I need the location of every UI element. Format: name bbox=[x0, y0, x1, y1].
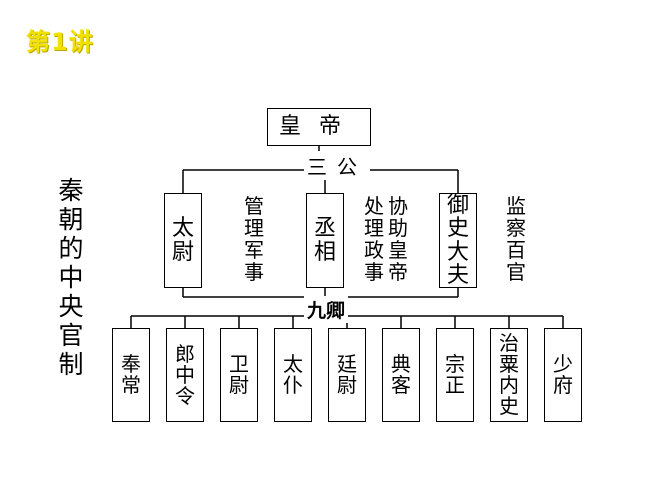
jiuqing-name-char: 客 bbox=[391, 373, 411, 397]
side-title: 秦朝的中央官制 bbox=[54, 176, 88, 381]
jiuqing-name-char: 常 bbox=[121, 373, 141, 397]
side-title-char: 秦 bbox=[58, 176, 84, 205]
duty-char: 处 bbox=[364, 194, 384, 218]
jiuqing-box-tingwei: 廷尉 bbox=[328, 328, 366, 422]
sangong-name-char: 太 bbox=[171, 216, 194, 242]
sangong-name-char: 相 bbox=[313, 239, 336, 265]
jiuqing-box-langzhongling: 郎中令 bbox=[166, 328, 204, 422]
side-title-char: 官 bbox=[58, 321, 84, 350]
sangong-name-char: 尉 bbox=[171, 239, 194, 265]
duty-char: 察 bbox=[506, 216, 526, 240]
side-title-char: 制 bbox=[58, 350, 84, 379]
jiuqing-name-char: 中 bbox=[175, 362, 195, 387]
jiuqing-box-weiwei: 卫尉 bbox=[220, 328, 258, 422]
sangong-name-char: 大 bbox=[446, 239, 469, 265]
sangong-name-char: 夫 bbox=[446, 262, 469, 288]
jiuqing-box-zongzheng: 宗正 bbox=[436, 328, 474, 422]
duty-column: 监察百官 bbox=[506, 196, 526, 284]
jiuqing-name-char: 尉 bbox=[229, 373, 249, 397]
duty-char: 协 bbox=[388, 194, 408, 218]
duty-char: 理 bbox=[364, 216, 384, 240]
jiuqing-name-char: 太 bbox=[283, 352, 303, 376]
duty-char: 帝 bbox=[388, 260, 408, 284]
jiuqing-name-char: 仆 bbox=[283, 373, 303, 397]
duty-char: 助 bbox=[388, 216, 408, 240]
sangong-name-char: 丞 bbox=[313, 216, 336, 242]
jiuqing-box-taipu: 太仆 bbox=[274, 328, 312, 422]
sangong-box-chengxiang: 丞相 bbox=[306, 193, 344, 288]
emperor-char: 帝 bbox=[319, 114, 360, 140]
jiuqing-name-char: 宗 bbox=[445, 352, 465, 376]
jiuqing-box-shaofu: 少府 bbox=[544, 328, 582, 422]
side-title-char: 的 bbox=[58, 234, 84, 263]
sangong-name-char: 御 bbox=[446, 193, 469, 219]
jiuqing-box-fengchang: 奉常 bbox=[112, 328, 150, 422]
duty-column: 协助皇帝 bbox=[388, 196, 408, 284]
jiuqing-name-char: 尉 bbox=[337, 373, 357, 397]
duty-yushidafu: 监察百官 bbox=[506, 196, 526, 284]
jiuqing-name-char: 卫 bbox=[229, 352, 249, 376]
jiuqing-name-char: 令 bbox=[175, 383, 195, 408]
emperor-box: 皇帝 bbox=[267, 108, 371, 146]
duty-column: 处理政事 bbox=[364, 196, 384, 284]
jiuqing-name-char: 廷 bbox=[337, 352, 357, 376]
duty-char: 政 bbox=[364, 238, 384, 262]
side-title-char: 中 bbox=[58, 263, 84, 292]
jiuqing-name-char: 内 bbox=[499, 373, 519, 397]
duty-char: 监 bbox=[506, 194, 526, 218]
jiuqing-name-char: 粟 bbox=[499, 352, 519, 376]
sangong-box-taiwei: 太尉 bbox=[164, 193, 202, 288]
jiuqing-name-char: 郎 bbox=[175, 341, 195, 366]
side-title-char: 朝 bbox=[58, 205, 84, 234]
jiuqing-name-char: 史 bbox=[499, 394, 519, 418]
duty-char: 管 bbox=[244, 194, 264, 218]
duty-column: 管理军事 bbox=[244, 196, 264, 284]
jiuqing-name-char: 典 bbox=[391, 352, 411, 376]
jiuqing-name-char: 府 bbox=[553, 373, 573, 397]
duty-char: 事 bbox=[364, 260, 384, 284]
duty-char: 理 bbox=[244, 216, 264, 240]
sangong-name-char: 史 bbox=[446, 216, 469, 242]
duty-char: 军 bbox=[244, 238, 264, 262]
duty-char: 皇 bbox=[388, 238, 408, 262]
lesson-title: 第1讲 bbox=[26, 28, 94, 56]
duty-char: 百 bbox=[506, 238, 526, 262]
sangong-label: 三公 bbox=[304, 151, 370, 180]
jiuqing-name-char: 少 bbox=[553, 352, 573, 376]
sangong-box-yushidafu: 御史大夫 bbox=[439, 193, 477, 288]
jiuqing-name-char: 治 bbox=[499, 331, 519, 355]
jiuqing-label: 九卿 bbox=[304, 296, 349, 323]
duty-char: 事 bbox=[244, 260, 264, 284]
jiuqing-box-dianke: 典客 bbox=[382, 328, 420, 422]
side-title-char: 央 bbox=[58, 292, 84, 321]
jiuqing-box-zhisuneishi: 治粟内史 bbox=[490, 328, 528, 422]
duty-char: 官 bbox=[506, 260, 526, 284]
emperor-char: 皇 bbox=[278, 114, 319, 140]
duty-chengxiang: 处理政事协助皇帝 bbox=[364, 196, 408, 284]
jiuqing-name-char: 奉 bbox=[121, 352, 141, 376]
jiuqing-name-char: 正 bbox=[445, 373, 465, 397]
duty-taiwei: 管理军事 bbox=[244, 196, 264, 284]
